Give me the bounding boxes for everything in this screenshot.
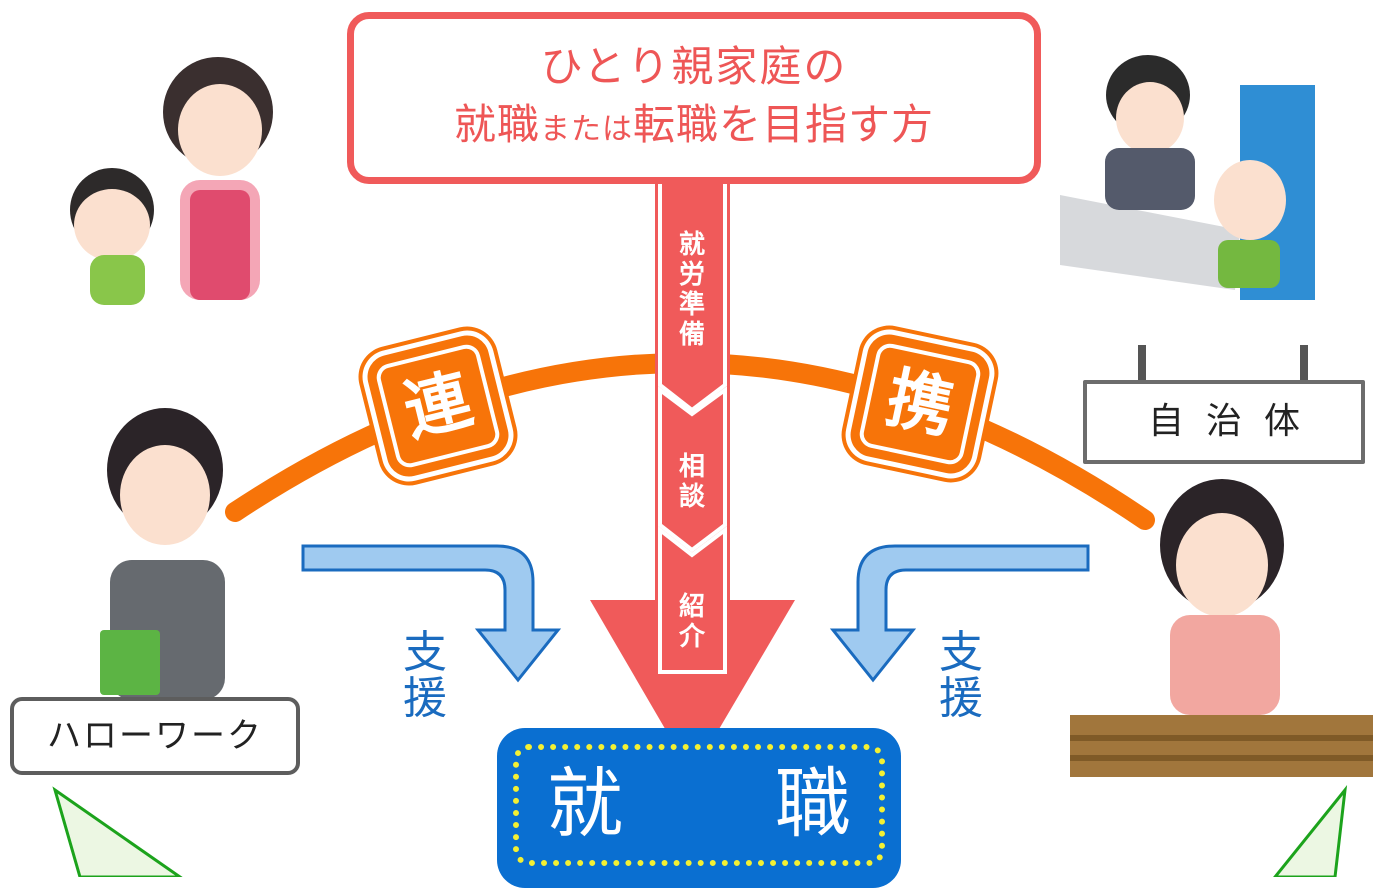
sign-hanger-left [1138, 345, 1146, 383]
support-char: 支 [403, 627, 447, 678]
step-char: 介 [678, 622, 705, 652]
step-char: 相 [678, 452, 705, 482]
employment-char-2: 職 [775, 759, 851, 848]
employment-label: 就 職 [513, 744, 885, 866]
title-job: 就職 [453, 100, 540, 149]
step-char: 労 [678, 260, 705, 290]
sign-hanger-right [1300, 345, 1308, 383]
title-line1: ひとり親家庭の [540, 42, 848, 91]
support-label-right: 支 援 [936, 630, 986, 722]
left-bubble [52, 786, 183, 877]
target-audience-box: ひとり親家庭の 就職または転職を目指す方 [347, 12, 1041, 184]
support-char: 援 [939, 673, 983, 724]
partnership-badge-right: 携 [846, 330, 994, 478]
step-char: 就 [678, 230, 705, 260]
step-char: 準 [678, 290, 705, 320]
consultation-illustration [1060, 55, 1315, 300]
step-introduce: 紹 介 [662, 592, 722, 652]
left-support-arrow [301, 544, 562, 683]
main-arrow [590, 178, 795, 775]
step-char: 談 [678, 482, 705, 512]
mother-child-illustration [70, 57, 273, 305]
step-prep: 就 労 準 備 [662, 230, 722, 350]
support-label-left: 支 援 [400, 630, 450, 722]
title-or: または [540, 112, 633, 147]
support-char: 援 [403, 673, 447, 724]
step-consult: 相 談 [662, 452, 722, 512]
employment-char-1: 就 [547, 759, 623, 848]
hellowork-staff-illustration [100, 408, 225, 700]
right-bubble [1273, 785, 1348, 877]
badge-left-label: 連 [373, 341, 503, 471]
badge-right-label: 携 [857, 341, 983, 467]
step-char: 備 [678, 320, 705, 350]
hellowork-sign: ハローワーク [10, 697, 300, 775]
title-change: 転職を目指す方 [633, 100, 935, 149]
step-char: 紹 [678, 592, 705, 622]
support-char: 支 [939, 627, 983, 678]
municipal-staff-illustration [1070, 479, 1373, 777]
right-support-arrow [829, 544, 1090, 683]
title-line2: 就職または転職を目指す方 [354, 99, 1034, 156]
municipality-sign: 自治体 [1083, 380, 1365, 464]
employment-result-box: 就 職 [497, 728, 901, 888]
